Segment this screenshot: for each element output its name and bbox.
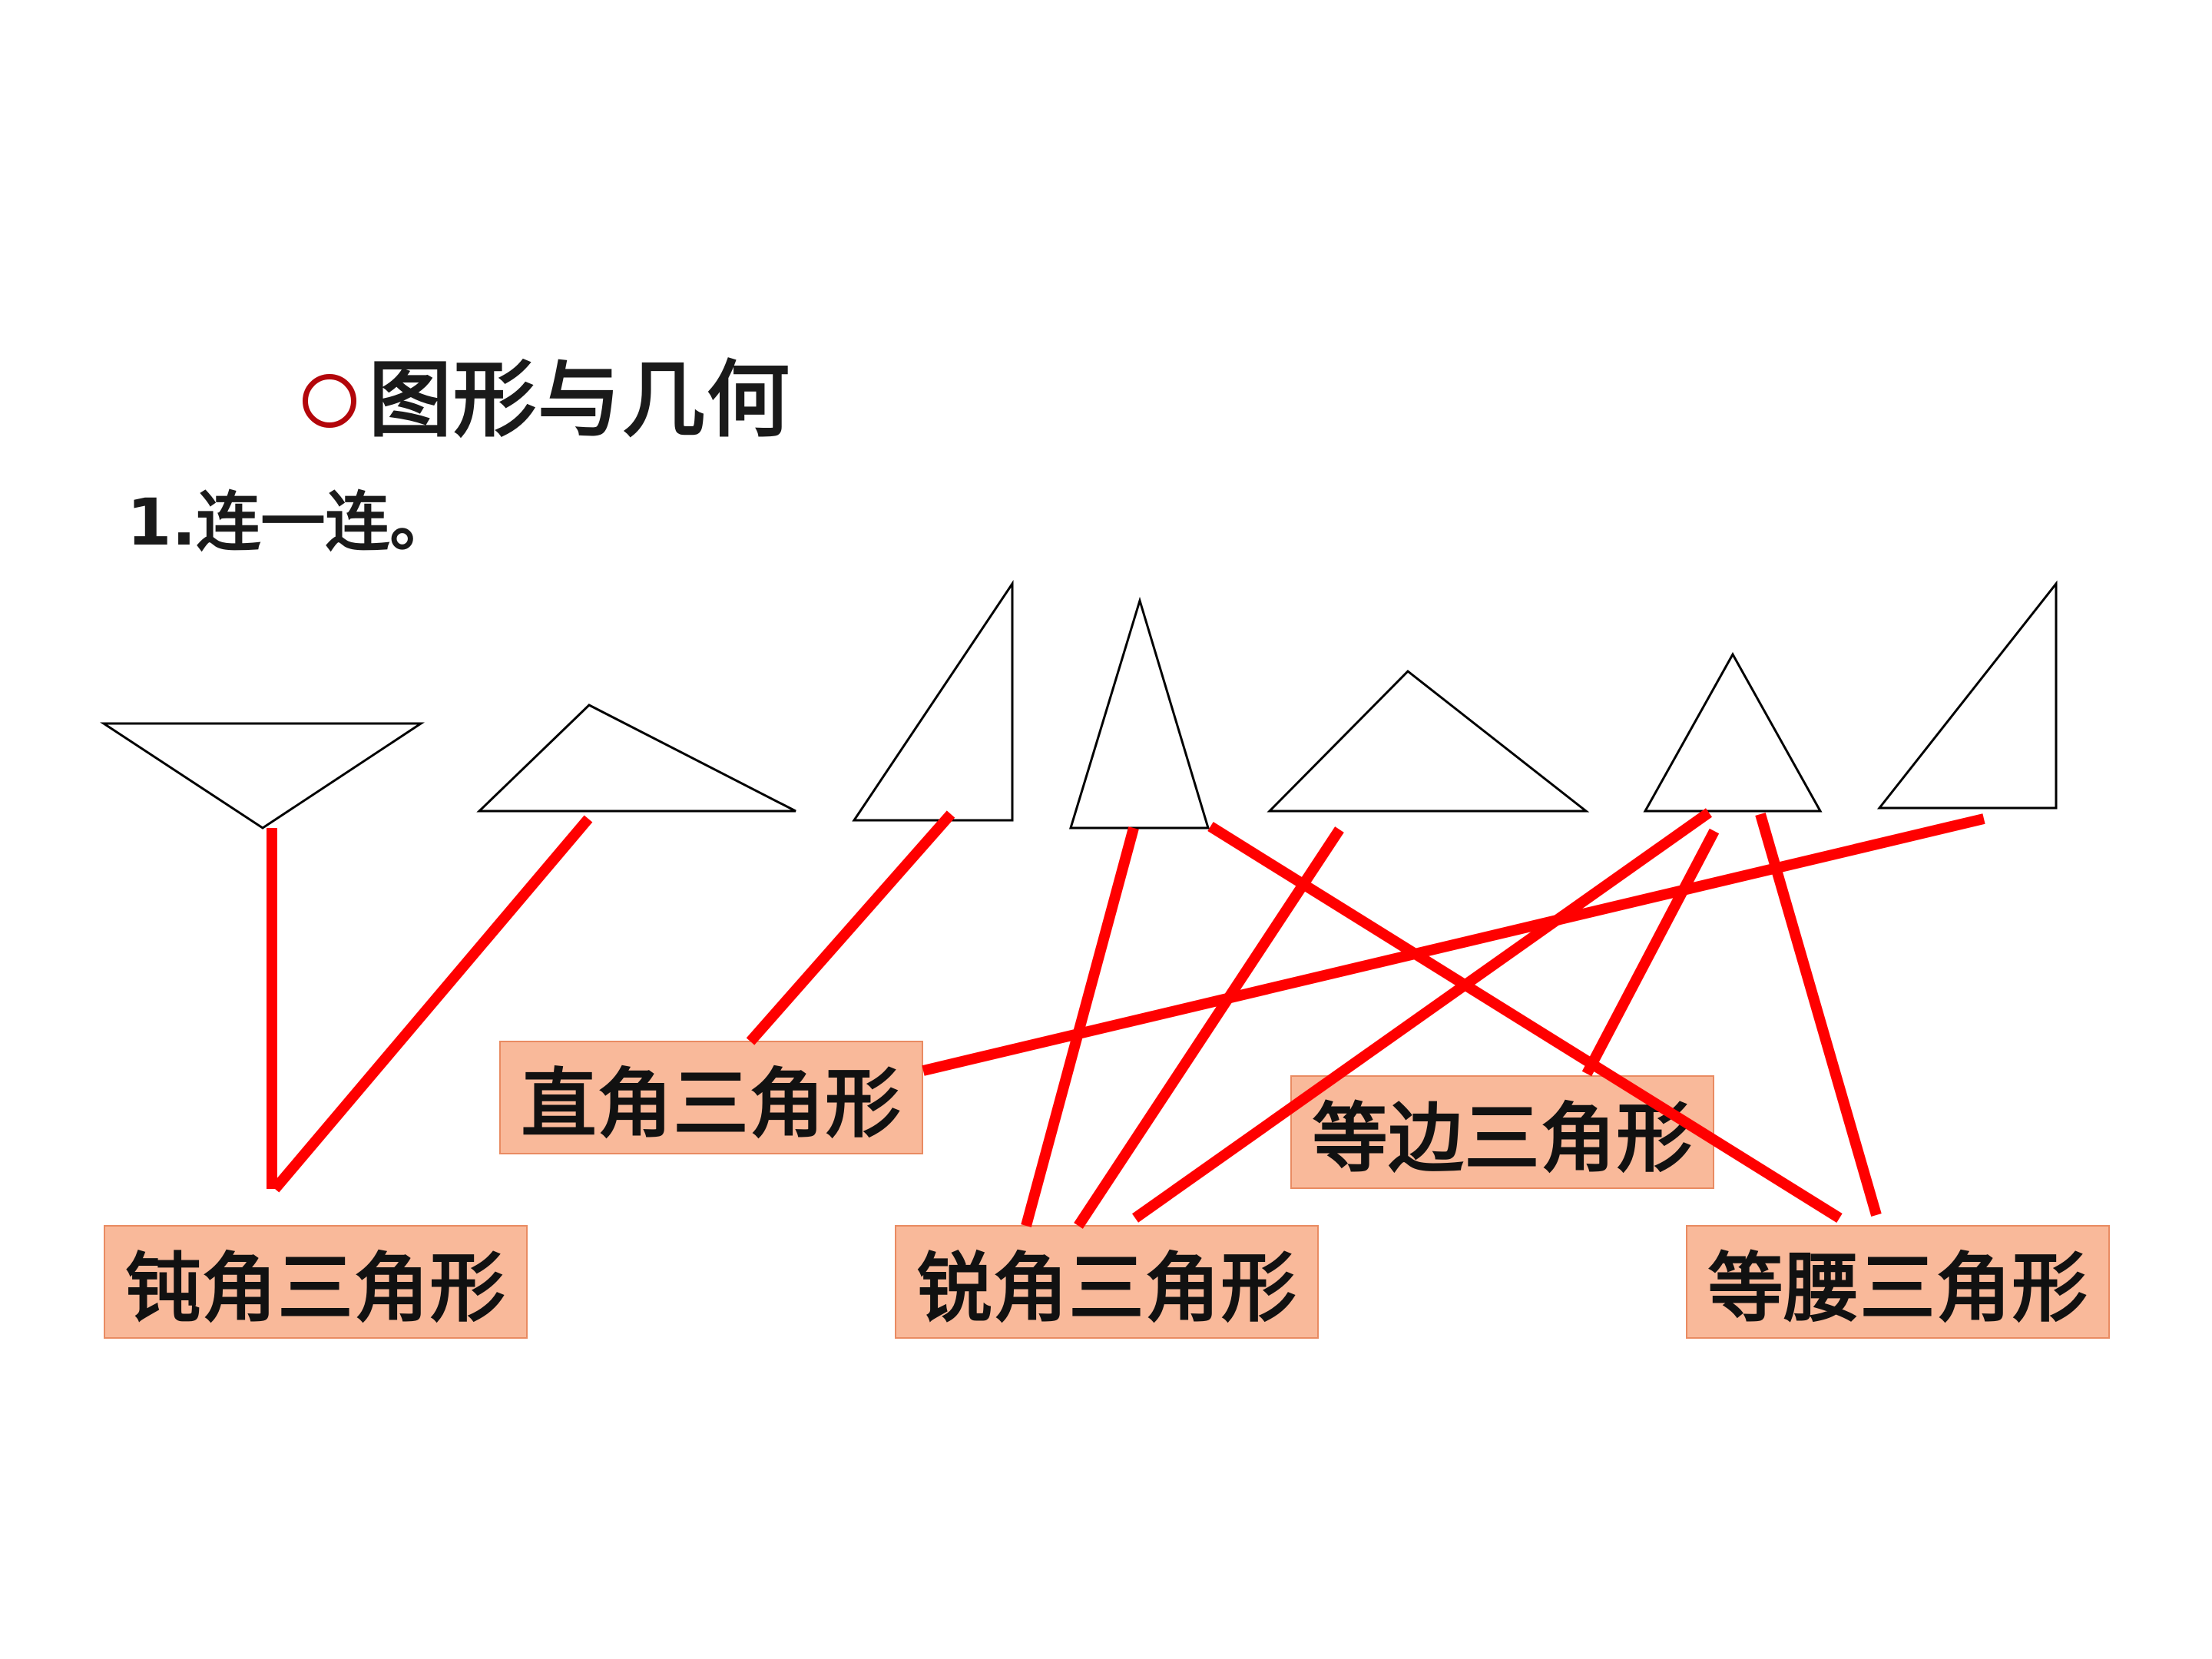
section-heading: 图形与几何 <box>303 355 791 447</box>
label-isosceles-triangle[interactable]: 等腰三角形 <box>1686 1225 2110 1339</box>
triangle-isosceles-right <box>1267 669 1590 813</box>
triangle-equilateral <box>1643 651 1823 813</box>
triangle-right-corner <box>1876 580 2058 810</box>
triangle-right-tall <box>852 580 1014 822</box>
label-obtuse-triangle[interactable]: 钝角三角形 <box>104 1225 528 1339</box>
section-title: 图形与几何 <box>369 353 792 449</box>
triangle-obtuse-flat <box>476 704 796 813</box>
triangle-obtuse-inverted <box>99 722 425 830</box>
question-instruction: 1.连一连。 <box>127 485 455 560</box>
label-right-triangle[interactable]: 直角三角形 <box>499 1041 923 1154</box>
circle-outline-icon <box>303 374 356 428</box>
triangle-acute-tall <box>1068 596 1210 830</box>
label-equilateral-triangle[interactable]: 等边三角形 <box>1290 1075 1714 1189</box>
label-acute-triangle[interactable]: 锐角三角形 <box>895 1225 1319 1339</box>
